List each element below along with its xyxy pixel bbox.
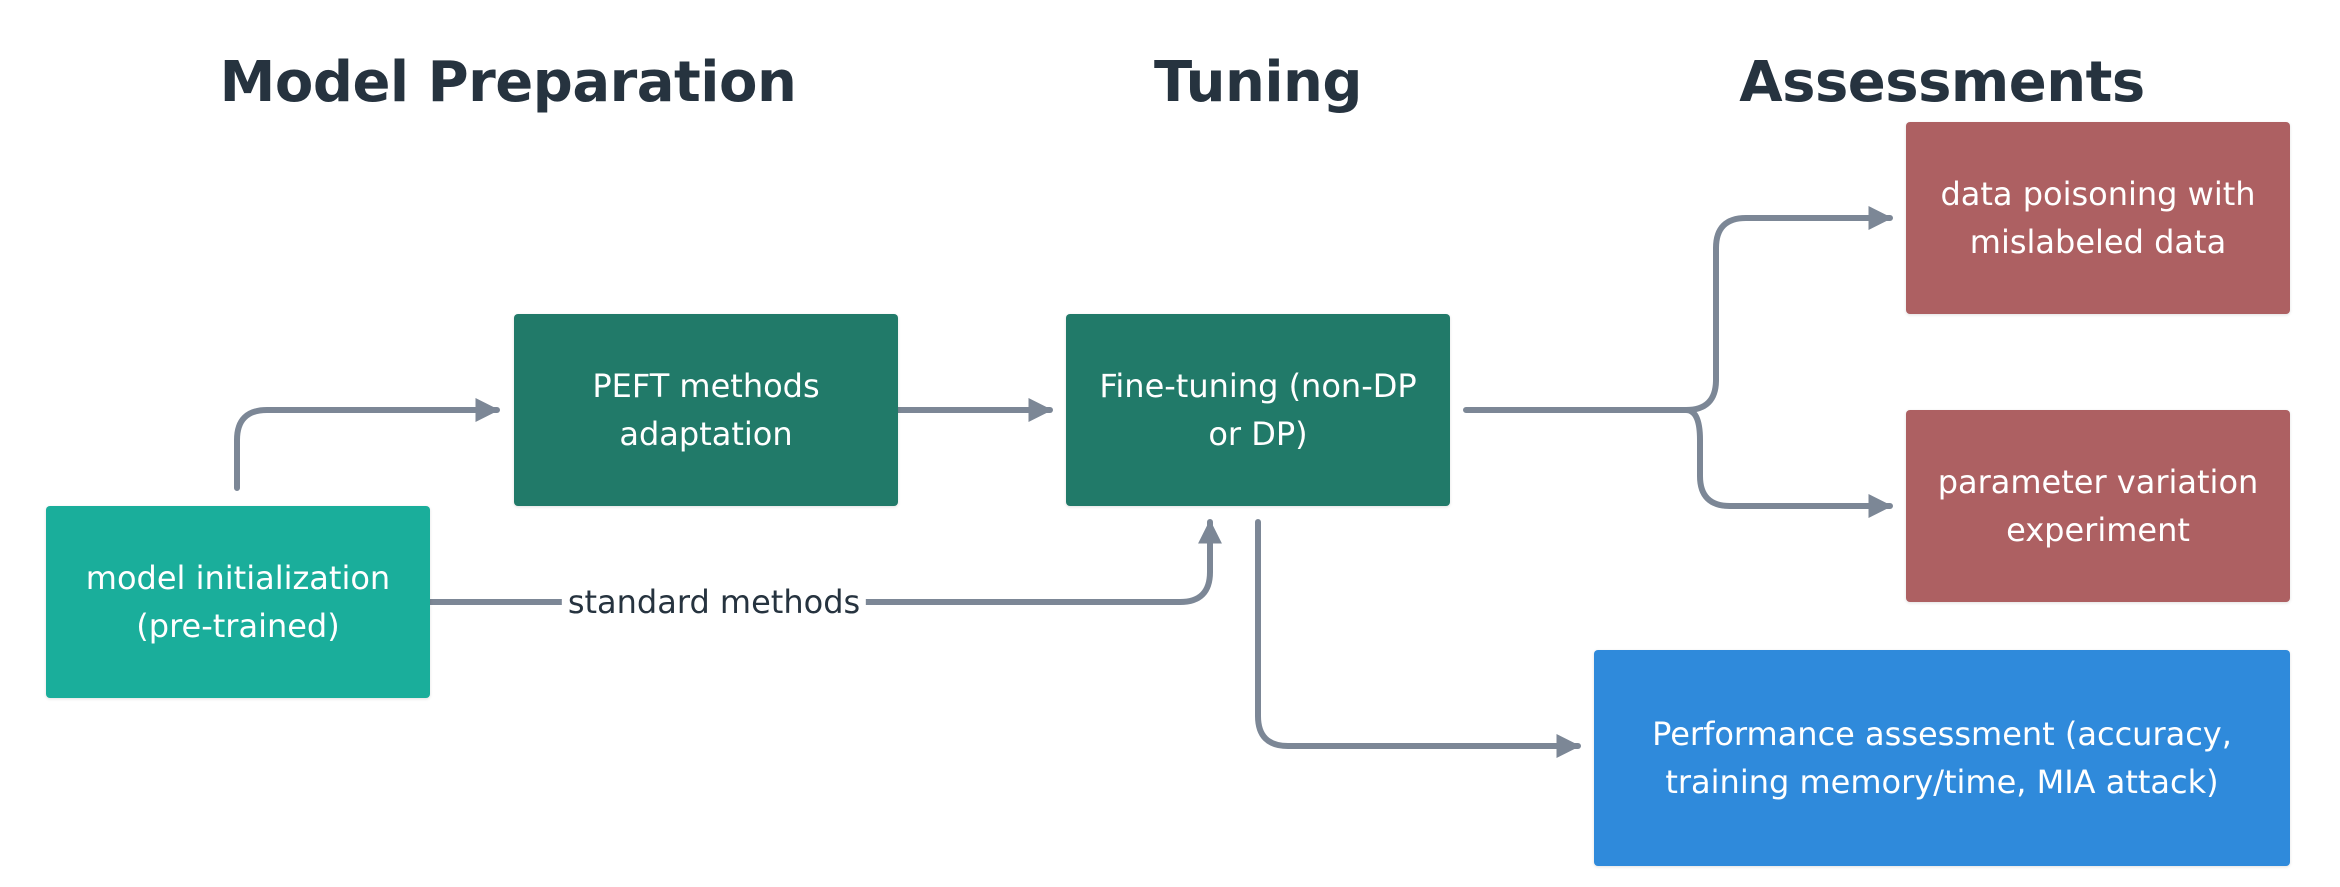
connector-finetuning-to-data-poisoning (1463, 206, 1893, 413)
edge-label-standard-methods: standard methods (561, 583, 867, 621)
node-parameter-variation: parameter variation experiment (1906, 410, 2290, 602)
node-fine-tuning-label: Fine-tuning (non-DP or DP) (1099, 367, 1417, 453)
heading-model-preparation: Model Preparation (219, 50, 797, 115)
node-fine-tuning: Fine-tuning (non-DP or DP) (1066, 314, 1450, 506)
node-parameter-variation-label: parameter variation experiment (1937, 463, 2259, 549)
node-data-poisoning: data poisoning with mislabeled data (1906, 122, 2290, 314)
node-model-initialization-label: model initialization (pre-trained) (85, 559, 391, 645)
connector-finetuning-to-performance (1255, 519, 1581, 758)
connector-init-to-finetuning (427, 519, 1222, 605)
node-data-poisoning-label: data poisoning with mislabeled data (1940, 175, 2256, 261)
node-performance-assessment: Performance assessment (accuracy, traini… (1594, 650, 2290, 866)
heading-tuning: Tuning (1154, 50, 1362, 115)
node-peft-methods: PEFT methods adaptation (514, 314, 898, 506)
node-peft-methods-label: PEFT methods adaptation (592, 367, 820, 453)
node-performance-assessment-label: Performance assessment (accuracy, traini… (1652, 715, 2232, 801)
connector-init-to-peft (234, 398, 500, 491)
heading-assessments: Assessments (1739, 50, 2145, 115)
connector-finetuning-to-param-variation (1683, 407, 1893, 518)
node-model-initialization: model initialization (pre-trained) (46, 506, 430, 698)
